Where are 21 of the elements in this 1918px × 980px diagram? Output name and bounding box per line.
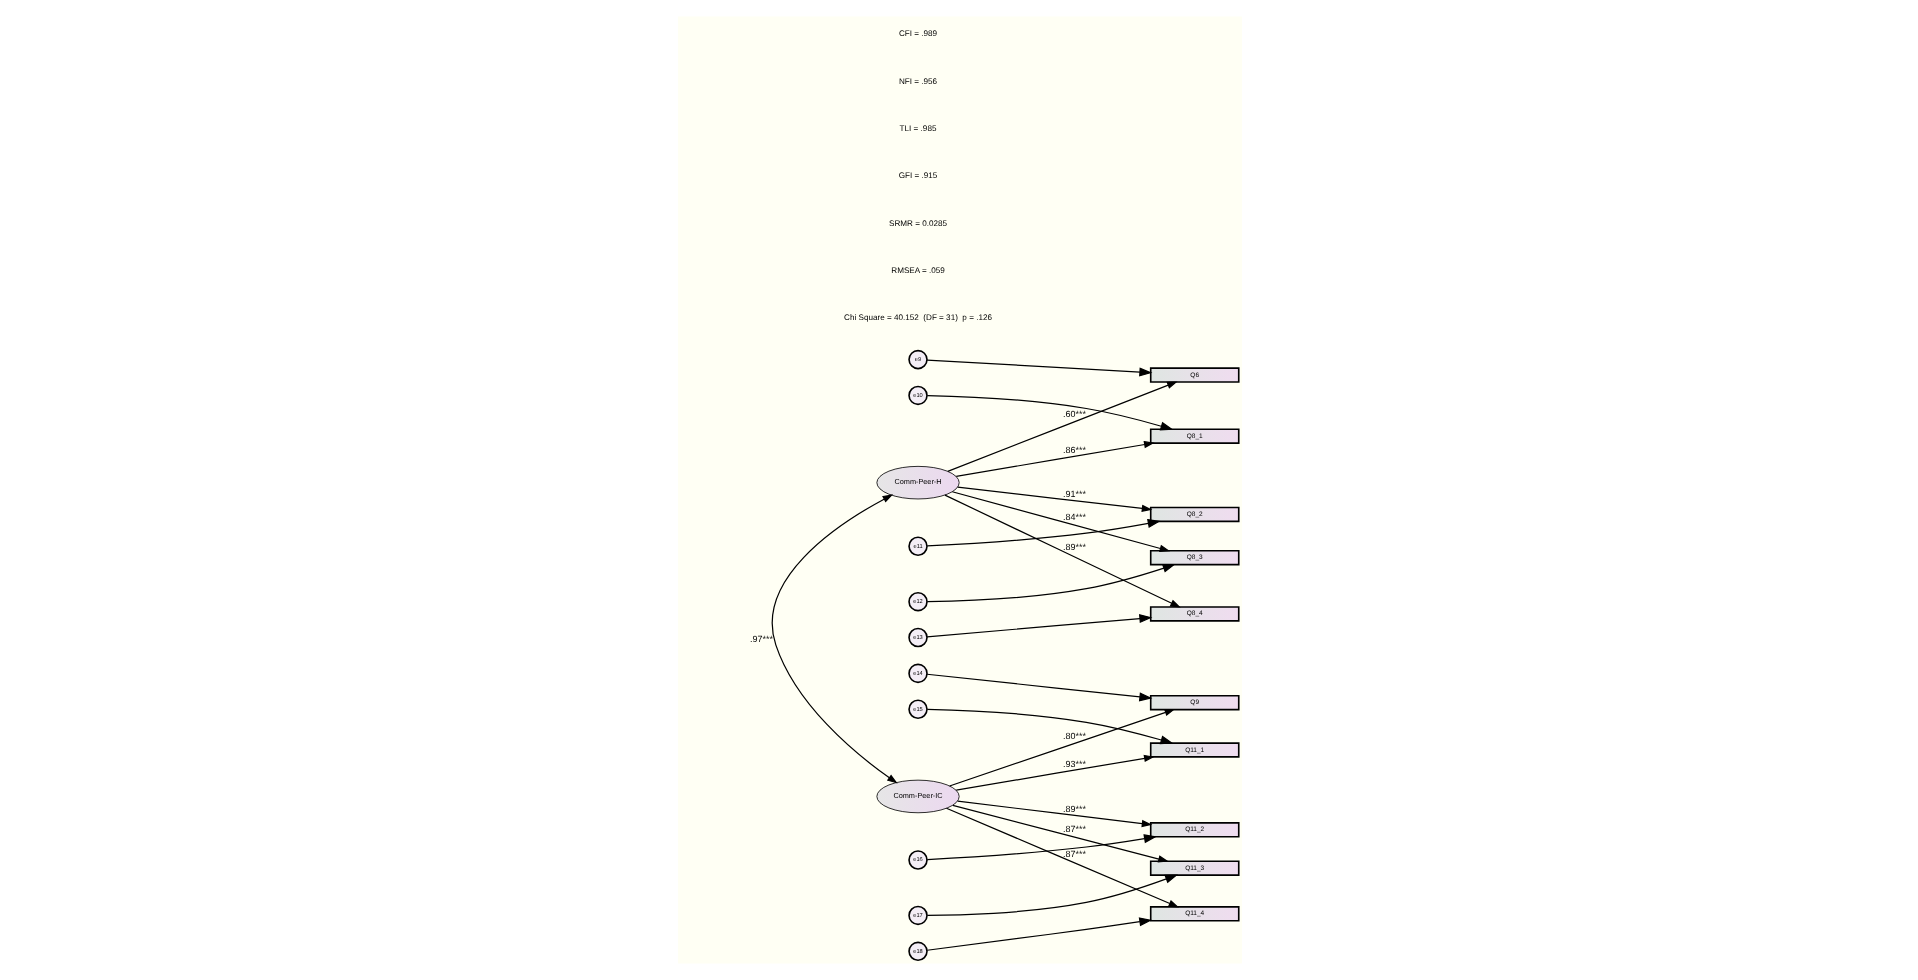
arrow [925, 359, 1152, 377]
arrow [951, 804, 1168, 863]
arrow [925, 834, 1156, 861]
arrow [954, 440, 1154, 477]
arrow [954, 754, 1154, 791]
arrow [925, 614, 1152, 638]
arrow [956, 486, 1152, 513]
arrow [943, 494, 1180, 608]
arrow [925, 395, 1173, 431]
arrow [925, 917, 1152, 951]
arrow [925, 673, 1152, 702]
arrow [946, 381, 1177, 472]
arrow [944, 807, 1179, 908]
arrow [925, 563, 1175, 603]
arrow [950, 491, 1170, 552]
arrow [948, 709, 1175, 787]
arrow [925, 518, 1160, 547]
arrow [925, 874, 1178, 917]
arrow [925, 708, 1173, 745]
arrow [770, 494, 897, 784]
arrow [956, 800, 1152, 828]
